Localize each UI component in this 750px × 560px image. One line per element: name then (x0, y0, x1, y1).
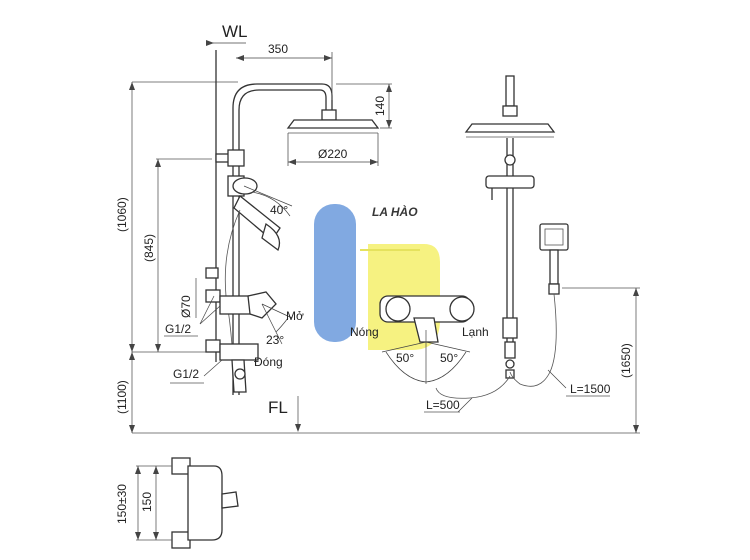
angle-23-label: 23° (266, 333, 284, 347)
dim-845-label: (845) (142, 234, 156, 262)
fl-label: FL (268, 398, 288, 417)
brand-name: LA HÀO (372, 204, 418, 219)
dim-220-label: Ø220 (318, 147, 348, 161)
g12-upper: G1/2 (164, 295, 221, 337)
mixer-valve-front: Nóng Lạnh 50° 50° (350, 295, 489, 384)
dim-1100-label: (1100) (115, 380, 129, 414)
dim-70: Ø70 (179, 278, 197, 318)
dim-150-tolerance: 150±30 (115, 466, 141, 540)
dim-70-label: Ø70 (179, 295, 193, 318)
mixer-valve-side (205, 267, 277, 393)
closed-label: Đóng (254, 355, 283, 369)
hose-1500-label: L=1500 (570, 382, 611, 396)
angle-40-label: 40° (270, 203, 288, 217)
shower-column-side-view (215, 83, 333, 395)
dim-350: 350 (236, 42, 333, 100)
g12-lower: G1/2 (170, 359, 223, 384)
open-label: Mở (286, 309, 304, 323)
dim-150: 150 (140, 466, 159, 540)
g12-lower-label: G1/2 (173, 367, 199, 381)
dim-140: 140 (336, 83, 392, 129)
hand-shower-side: 40° (233, 185, 293, 252)
cold-label: Lạnh (462, 325, 489, 339)
dim-1650: (1650) (562, 287, 640, 433)
dim-150-label: 150 (140, 492, 154, 512)
hot-label: Nóng (350, 325, 379, 339)
dim-1100: (1100) (115, 352, 135, 433)
dim-1060: (1060) (115, 82, 135, 352)
hose-500-label: L=500 (426, 398, 460, 412)
dim-140-label: 140 (373, 96, 387, 116)
dim-1650-label: (1650) (619, 343, 633, 378)
dim-350-label: 350 (268, 42, 288, 56)
wl-label: WL (222, 22, 248, 41)
dim-220: Ø220 (287, 133, 379, 166)
hose-500: L=500 (424, 375, 511, 413)
g12-upper-label: G1/2 (165, 322, 191, 336)
angle-50-left-label: 50° (396, 351, 414, 365)
mixer-top-view (136, 457, 239, 549)
dim-845: (845) (142, 158, 212, 352)
shower-column-front-view (464, 75, 556, 379)
handle-position: Mở 23° Đóng (254, 303, 304, 369)
floor-level: FL (268, 396, 301, 432)
rain-shower-head-side (286, 109, 380, 134)
angle-50-right-label: 50° (440, 351, 458, 365)
dim-150-tol-label: 150±30 (115, 484, 129, 524)
hand-shower-front: L=1500 (509, 223, 611, 397)
dim-1060-label: (1060) (115, 197, 129, 232)
